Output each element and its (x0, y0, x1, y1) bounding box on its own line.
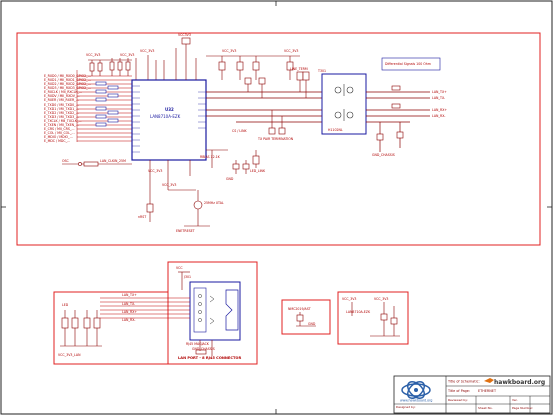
svg-text:nRST: nRST (138, 215, 146, 219)
connector-caption: LAN PORT - 8 RJ45 CONNECTOR (178, 356, 241, 360)
connector-frame-lower (53, 291, 257, 365)
misc-block: VCC_3V3 VCC_3V3 LAN8710A-EZK (342, 297, 400, 337)
svg-text:E_CRS / MII_CRS_...: E_CRS / MII_CRS_... (44, 127, 75, 131)
designed-by-label: Designed by: (396, 405, 416, 409)
svg-text:VCC_3V3: VCC_3V3 (374, 297, 388, 301)
hawkboard-logo (401, 381, 431, 399)
svg-text:VCC: VCC (176, 266, 183, 270)
svg-text:LED: LED (62, 303, 69, 307)
version-label: Ver. (512, 398, 518, 402)
reviewed-by-label: Reviewed by: (448, 398, 468, 402)
svg-text:E_TXEN / MII_TXEN_...: E_TXEN / MII_TXEN_... (44, 123, 79, 127)
svg-text:GND: GND (226, 177, 234, 181)
svg-text:LAN_RX-: LAN_RX- (432, 114, 445, 118)
main-section-frame (16, 32, 541, 246)
top-passives: VCC_3V3 VCC_3V3 (206, 49, 300, 80)
svg-text:OSC: OSC (62, 159, 70, 163)
svg-text:Differential Signals 100 Ohm: Differential Signals 100 Ohm (385, 62, 431, 66)
svg-text:LAN8710A-EZK: LAN8710A-EZK (346, 310, 371, 314)
svg-text:E_TXD1 / MII_TXD1_...: E_TXD1 / MII_TXD1_... (44, 107, 79, 111)
svg-text:VCC_3V3: VCC_3V3 (140, 49, 154, 53)
main-chip-u32: U32 LAN8710A-EZK VCC3V3 (131, 33, 228, 200)
svg-text:LAN_TX+: LAN_TX+ (122, 293, 137, 297)
svg-text:E_MDIO / MDIO_...: E_MDIO / MDIO_... (44, 135, 73, 139)
misc-frame (337, 291, 409, 345)
svg-text:E_TXD3 / MII_TXD3_...: E_TXD3 / MII_TXD3_... (44, 115, 79, 119)
svg-text:VCC_3V3: VCC_3V3 (120, 53, 134, 57)
svg-text:VCC_3V3: VCC_3V3 (222, 49, 236, 53)
svg-text:E_RXD1 / MII_RXD1_GPIO2_...: E_RXD1 / MII_RXD1_GPIO2_... (44, 78, 91, 82)
svg-text:E_TXD0 / MII_TXD0_...: E_TXD0 / MII_TXD0_... (44, 103, 79, 107)
brand-name: hawkboard.org (494, 379, 545, 386)
chip-part: LAN8710A-EZK (150, 114, 181, 119)
svg-text:GND_CHASSIS: GND_CHASSIS (192, 347, 215, 351)
svg-text:J301: J301 (183, 275, 191, 279)
title-schematic-label: Title of Schematic: (447, 380, 480, 384)
title-page-label: Title of Page: (447, 389, 470, 393)
svg-text:LINE_TERM: LINE_TERM (290, 67, 308, 71)
svg-text:E_COL / MII_COL_...: E_COL / MII_COL_... (44, 131, 75, 135)
lower-main-parts: VCC_3V3 25MHz XTAL ENETRESET GND LED_LIN… (138, 150, 266, 233)
svg-text:GND_CHASSIS: GND_CHASSIS (372, 153, 395, 157)
reset-frame (281, 299, 331, 335)
svg-text:LAN_CLKIN_25M: LAN_CLKIN_25M (100, 159, 126, 163)
svg-text:LAN_TX+: LAN_TX+ (432, 90, 447, 94)
svg-text:VCC3V3: VCC3V3 (178, 33, 191, 37)
svg-text:H1102NL: H1102NL (328, 128, 343, 132)
svg-text:E_RXD2 / MII_RXD2_GPIO2_...: E_RXD2 / MII_RXD2_GPIO2_... (44, 82, 91, 86)
title-block: www.hawkboard.org Title of Schematic: Ti… (393, 375, 551, 414)
hawkboard-brand: hawkboard.org (484, 378, 545, 386)
sheet-label: Sheet No. (478, 406, 493, 410)
rj45-connector-section: J301 RJ45 MAGJACK LAN_TX+ LAN_TX- LAN_RX… (58, 266, 241, 360)
svg-text:E_TXD2 / MII_TXD2_...: E_TXD2 / MII_TXD2_... (44, 111, 79, 115)
svg-text:VCC_3V3: VCC_3V3 (86, 53, 100, 57)
page-number-label: Page Number: (512, 406, 533, 410)
website-text: www.hawkboard.org (400, 399, 432, 403)
svg-text:E_RXDV / MII_RXDV_...: E_RXDV / MII_RXDV_... (44, 94, 80, 98)
title-page-value: ETHERNET (478, 389, 497, 393)
svg-text:NMC2019/AST: NMC2019/AST (288, 307, 311, 311)
svg-text:E_RXER / MII_RXER_...: E_RXER / MII_RXER_... (44, 98, 79, 102)
svg-text:RBIAS 12.1K: RBIAS 12.1K (200, 155, 221, 159)
svg-text:LED_LINK: LED_LINK (250, 169, 266, 173)
svg-text:LAN_RX-: LAN_RX- (122, 318, 135, 322)
svg-text:LAN_TX-: LAN_TX- (122, 302, 135, 306)
svg-text:E_MDC / MDC_...: E_MDC / MDC_... (44, 139, 70, 143)
svg-text:VCC_3V3: VCC_3V3 (162, 183, 176, 187)
left-signal-labels: E_RXD0 / MII_RXD0_GPIO2_... E_RXD1 / MII… (44, 49, 165, 167)
reset-block: NMC2019/AST GND (288, 307, 316, 327)
svg-text:LAN_RX+: LAN_RX+ (122, 310, 137, 314)
chip-ref: U32 (165, 107, 174, 112)
svg-text:VCC_3V3: VCC_3V3 (342, 297, 356, 301)
svg-text:LAN_RX+: LAN_RX+ (432, 108, 447, 112)
svg-text:VCC_3V3: VCC_3V3 (148, 169, 162, 173)
svg-text:TX PAIR TERMINATION: TX PAIR TERMINATION (257, 137, 294, 141)
svg-text:VCC_3V3_LAN: VCC_3V3_LAN (58, 353, 81, 357)
svg-text:25MHz XTAL: 25MHz XTAL (204, 201, 224, 205)
svg-text:RJ45 MAGJACK: RJ45 MAGJACK (186, 342, 210, 346)
svg-text:E_RXD3 / MII_RXD3_GPIO2_...: E_RXD3 / MII_RXD3_GPIO2_... (44, 86, 91, 90)
svg-text:GND: GND (308, 322, 316, 326)
svg-text:CS / LINK: CS / LINK (232, 129, 247, 133)
svg-text:E_RXD0 / MII_RXD0_GPIO2_...: E_RXD0 / MII_RXD0_GPIO2_... (44, 74, 91, 78)
svg-text:VCC_3V3: VCC_3V3 (284, 49, 298, 53)
svg-text:E_RXCLK / MII_RXCLK_...: E_RXCLK / MII_RXCLK_... (44, 90, 82, 94)
svg-text:E_TXCLK / MII_TXCLK_...: E_TXCLK / MII_TXCLK_... (44, 119, 82, 123)
svg-text:T301: T301 (317, 69, 326, 73)
magnetics-section: LINE_TERM TX PAIR TERMINATION CS / LINK … (206, 57, 447, 157)
svg-text:LAN_TX-: LAN_TX- (432, 96, 445, 100)
svg-text:ENETRESET: ENETRESET (176, 229, 195, 233)
